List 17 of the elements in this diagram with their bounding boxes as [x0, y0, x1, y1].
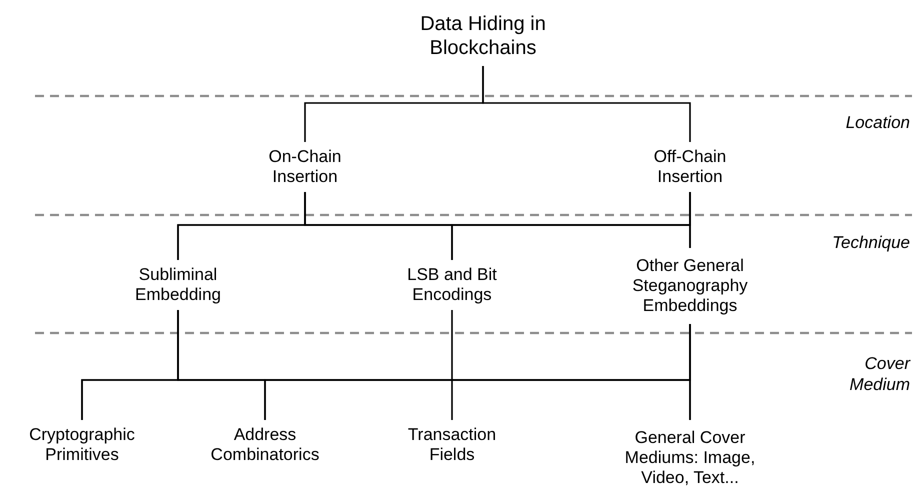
tree-connector [689, 192, 691, 248]
category-label: Other General Steganography Embeddings [631, 256, 749, 316]
category-label: Transaction Fields [406, 425, 498, 465]
tree-connector [482, 66, 691, 142]
tree-connector [689, 324, 691, 420]
level-label: Technique [831, 232, 910, 253]
category-label: Off-Chain Insertion [652, 147, 728, 187]
category-label: Address Combinatorics [210, 425, 320, 465]
level-label: Cover Medium [848, 353, 910, 395]
level-label: Location [844, 112, 910, 133]
category-label: On-Chain Insertion [268, 147, 342, 187]
category-label: Subliminal Embedding [134, 265, 222, 305]
category-label: Cryptographic Primitives [28, 425, 136, 465]
tree-connector [451, 310, 453, 420]
category-label: LSB and Bit Encodings [406, 265, 498, 305]
category-label: General Cover Mediums: Image, Video, Text... [624, 428, 756, 488]
category-label: Data Hiding in Blockchains [419, 12, 547, 60]
